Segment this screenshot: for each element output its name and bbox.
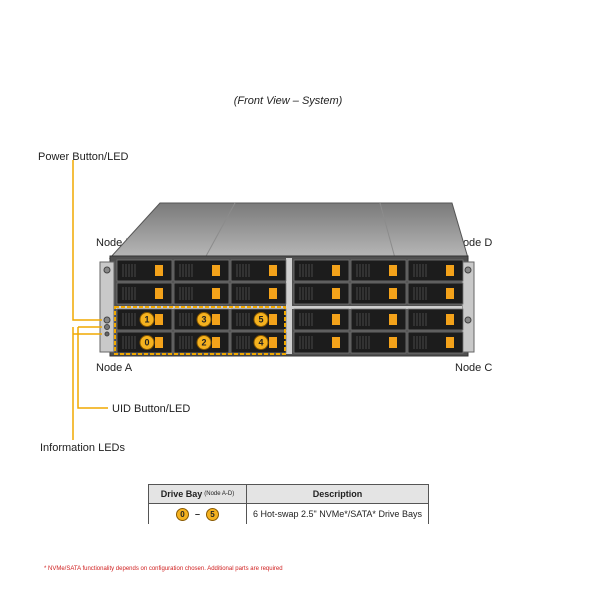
node-b-drive-latch[interactable] [269,288,277,299]
bay-number-badge [139,335,155,350]
node-a-label: Node A [96,362,133,374]
figure-caption: (Front View – System) [233,95,343,107]
info-led [104,331,110,337]
node-d-drive-latch[interactable] [389,288,397,299]
node-c-drive-latch[interactable] [446,314,454,325]
bay-number-badge [139,312,155,327]
uid-button [104,324,110,330]
node-b-drive-latch[interactable] [155,288,163,299]
node-b-drive-tray [116,259,173,282]
bay-number-text: 5 [258,315,263,325]
drive-bay-table: Drive Bay(Node A-D) Description 0 – 5 6 … [148,484,429,524]
bay-number-text: 4 [258,338,263,348]
node-a-drive-latch[interactable] [269,337,277,348]
power-button-label: Power Button/LED [38,151,129,163]
bay-badge-end: 5 [206,507,219,521]
node-b-drive-tray [230,282,287,305]
node-a-drive-latch[interactable] [155,314,163,325]
bay-number-badge [196,335,212,350]
table-row: 0 – 5 6 Hot-swap 2.5" NVMe*/SATA* Drive … [149,504,428,524]
bay-number-text: 2 [201,338,206,348]
bay-badge-start: 0 [175,507,189,521]
node-b-drive-tray [173,282,230,305]
uid-button-label: UID Button/LED [112,403,191,415]
uid-callout-line [77,327,108,409]
right-ear [461,261,475,353]
power-button [103,316,111,324]
node-d-drive-latch[interactable] [389,265,397,276]
bay-number-text: 3 [201,315,206,325]
bay-range-cell: 0 – 5 [149,504,247,524]
left-ear [99,261,115,353]
node-c-drive-tray [293,308,350,331]
bay-number-badge [253,312,269,327]
bay-number-text: 0 [144,338,149,348]
node-b-drive-latch[interactable] [212,265,220,276]
node-c-drive-latch[interactable] [446,337,454,348]
node-b-drive-latch[interactable] [269,265,277,276]
node-c-drive-latch[interactable] [389,314,397,325]
node-d-drive-tray [407,259,464,282]
node-d-drive-tray [293,282,350,305]
description-header: Description [312,489,363,499]
bay-number-text: 1 [144,315,149,325]
node-b-drive-latch[interactable] [212,288,220,299]
node-d-drive-tray [407,282,464,305]
ear-button [464,266,472,274]
drive-bays: 1 3 5 0 2 4 [116,259,464,354]
node-c-drive-tray [407,308,464,331]
node-a-highlight [114,306,286,355]
node-d-drive-tray [293,259,350,282]
power-callout-line [72,160,102,321]
description-cell: 6 Hot-swap 2.5" NVMe*/SATA* Drive Bays [253,509,422,519]
node-c-label: Node C [455,362,493,374]
node-c-drive-latch[interactable] [389,337,397,348]
server-front-diagram: 1 3 5 0 2 4 [72,160,475,440]
information-leds-label: Information LEDs [40,442,125,454]
node-c-drive-latch[interactable] [332,337,340,348]
chassis-top [108,202,469,259]
node-c-drive-tray [350,308,407,331]
node-a-drive-latch[interactable] [269,314,277,325]
node-b-drive-tray [173,259,230,282]
drive-bay-header: Drive Bay(Node A-D) [149,485,247,503]
node-a-drive-latch[interactable] [212,314,220,325]
node-d-drive-latch[interactable] [446,288,454,299]
node-c-drive-tray [350,331,407,354]
bay-number-badge [253,335,269,350]
node-d-drive-tray [350,259,407,282]
node-d-drive-latch[interactable] [332,265,340,276]
footnote: * NVMe/SATA functionality depends on con… [44,566,283,572]
node-d-drive-tray [350,282,407,305]
node-c-drive-tray [407,331,464,354]
node-d-drive-latch[interactable] [332,288,340,299]
node-b-drive-latch[interactable] [155,265,163,276]
node-d-drive-latch[interactable] [446,265,454,276]
node-b-drive-tray [230,259,287,282]
node-a-drive-latch[interactable] [155,337,163,348]
table-header: Drive Bay(Node A-D) Description [149,485,428,504]
node-divider [116,306,462,309]
node-b-drive-tray [116,282,173,305]
bay-number-badge [196,312,212,327]
ear-button [464,316,472,324]
node-a-drive-latch[interactable] [212,337,220,348]
ear-button [103,266,111,274]
node-c-drive-tray [293,331,350,354]
node-c-drive-latch[interactable] [332,314,340,325]
